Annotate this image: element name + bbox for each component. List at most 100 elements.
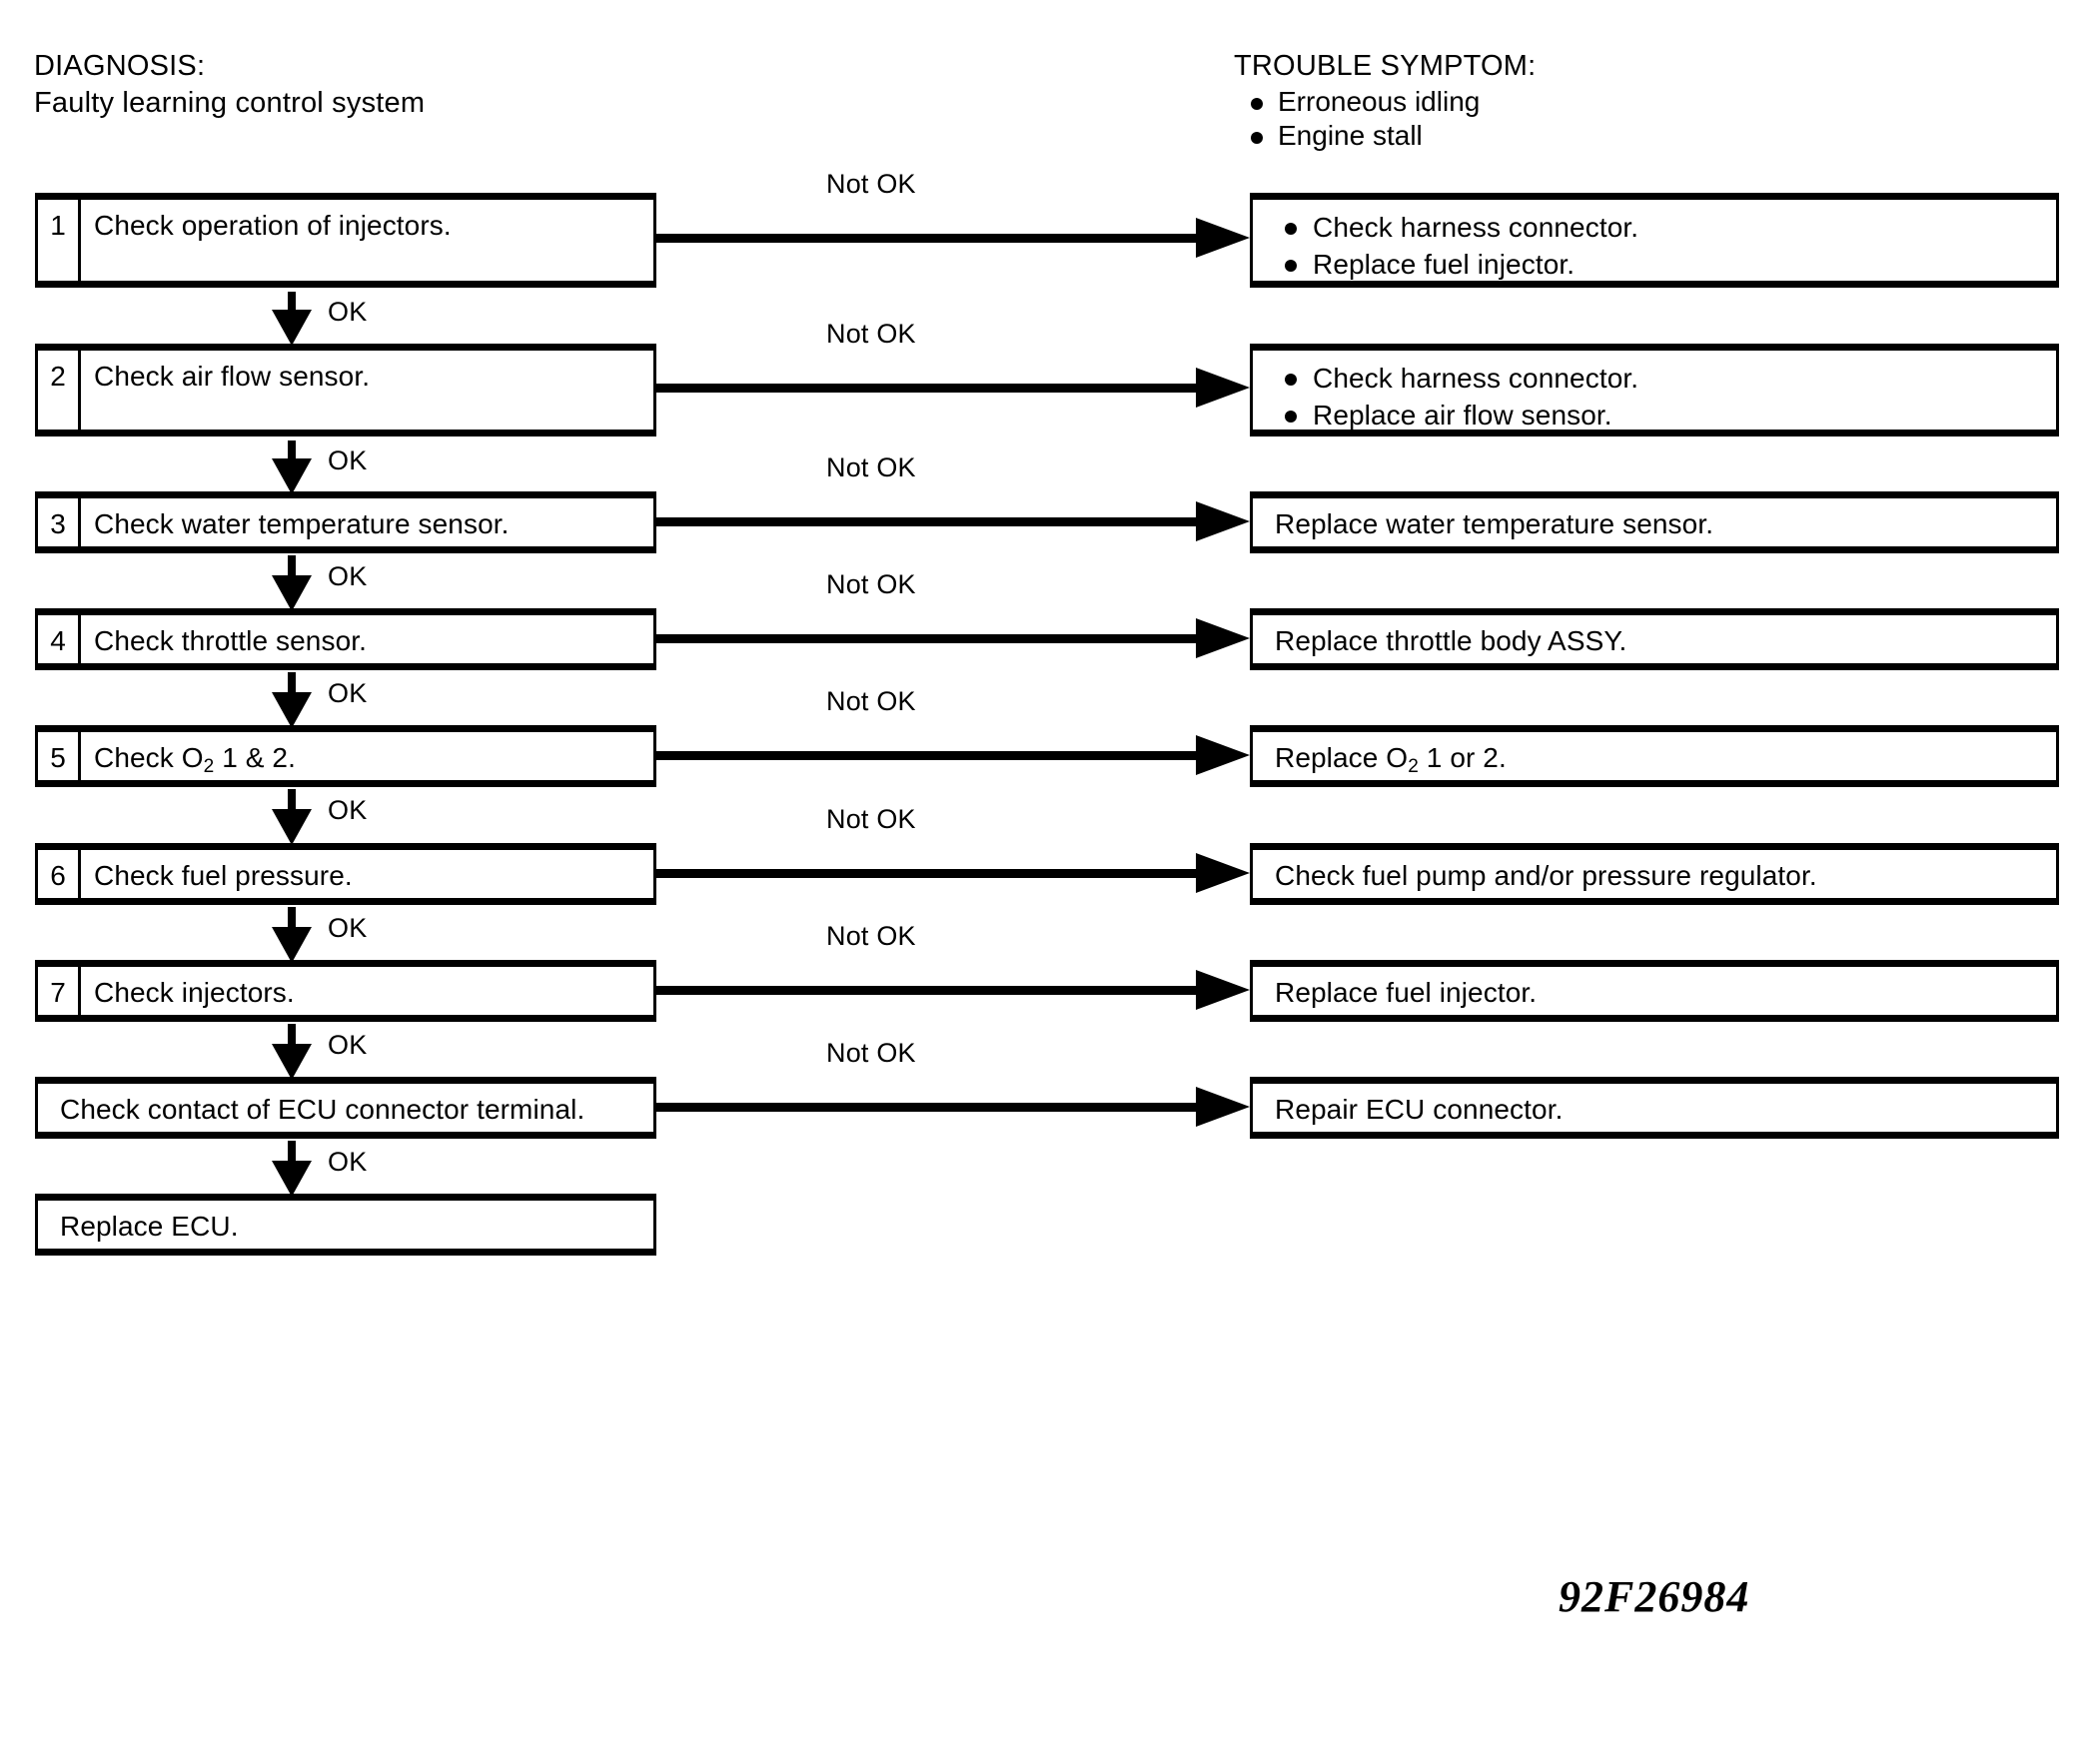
arrow-shaft xyxy=(656,1103,1204,1112)
ok-arrow-3: OK xyxy=(272,555,472,611)
step-number-cell-2: 2 xyxy=(38,351,81,430)
arrow-head-icon xyxy=(1196,368,1250,408)
arrow-head-icon xyxy=(272,458,312,494)
arrow-shaft xyxy=(288,440,296,462)
action-text-5-suffix: 1 or 2. xyxy=(1418,742,1507,773)
final-action-box: Replace ECU. xyxy=(35,1194,656,1256)
subscript-2: 2 xyxy=(1408,756,1419,778)
check-box-1: 1 Check operation of injectors. xyxy=(35,193,656,288)
arrow-head-icon xyxy=(1196,1087,1250,1127)
action-list-1: Check harness connector. Replace fuel in… xyxy=(1275,209,2046,283)
arrow-head-icon xyxy=(272,809,312,845)
not-ok-arrow-7: Not OK xyxy=(656,921,1250,1013)
step-number-6: 6 xyxy=(50,860,66,891)
ok-arrow-5: OK xyxy=(272,789,472,845)
action-text-2: Check harness connector. Replace air flo… xyxy=(1275,360,2046,434)
ok-arrow-6: OK xyxy=(272,907,472,963)
step-number-1: 1 xyxy=(50,210,66,241)
arrow-shaft xyxy=(656,517,1204,526)
check-text-3: Check water temperature sensor. xyxy=(94,508,510,539)
arrow-shaft xyxy=(288,907,296,931)
ok-label-1: OK xyxy=(328,297,368,327)
diagnosis-value: Faulty learning control system xyxy=(34,87,426,119)
arrow-shaft xyxy=(288,672,296,696)
arrow-head-icon xyxy=(272,692,312,728)
arrow-head-icon xyxy=(1196,735,1250,775)
not-ok-arrow-8: Not OK xyxy=(656,1038,1250,1130)
check-box-5: 5 Check O2 1 & 2. xyxy=(35,725,656,787)
not-ok-label-6: Not OK xyxy=(826,804,916,834)
part-number: 92F26984 xyxy=(1559,1572,1750,1621)
action-box-7: Replace fuel injector. xyxy=(1250,960,2059,1022)
ok-label-2: OK xyxy=(328,445,368,475)
step-number-cell-3: 3 xyxy=(38,498,81,546)
not-ok-label-8: Not OK xyxy=(826,1038,916,1068)
list-item: Check harness connector. xyxy=(1275,360,2046,397)
check-text-7: Check injectors. xyxy=(94,977,295,1008)
diagnosis-header: DIAGNOSIS: Faulty learning control syste… xyxy=(34,48,425,122)
check-text-5: Check O2 1 & 2. xyxy=(94,741,643,779)
arrow-head-icon xyxy=(272,575,312,611)
action-box-2: Check harness connector. Replace air flo… xyxy=(1250,344,2059,436)
list-item: Replace air flow sensor. xyxy=(1275,397,2046,434)
action-box-6: Check fuel pump and/or pressure regulato… xyxy=(1250,843,2059,905)
step-number-3: 3 xyxy=(50,508,66,539)
not-ok-label-4: Not OK xyxy=(826,569,916,599)
check-box-8: Check contact of ECU connector terminal. xyxy=(35,1077,656,1139)
not-ok-arrow-5: Not OK xyxy=(656,686,1250,778)
arrow-shaft xyxy=(288,292,296,314)
check-box-7: 7 Check injectors. xyxy=(35,960,656,1022)
action-text-6: Check fuel pump and/or pressure regulato… xyxy=(1275,860,1817,891)
step-number-2: 2 xyxy=(50,361,66,392)
ok-arrow-7: OK xyxy=(272,1024,472,1080)
ok-label-8: OK xyxy=(328,1147,368,1177)
arrow-head-icon xyxy=(272,310,312,346)
arrow-shaft xyxy=(288,1141,296,1165)
ok-label-5: OK xyxy=(328,795,368,825)
ok-arrow-1: OK xyxy=(272,292,472,346)
list-item: Erroneous idling xyxy=(1234,85,1536,119)
check-box-4: 4 Check throttle sensor. xyxy=(35,608,656,670)
step-number-cell-5: 5 xyxy=(38,732,81,780)
action-text-5-prefix: Replace O xyxy=(1275,742,1409,773)
not-ok-arrow-4: Not OK xyxy=(656,569,1250,661)
check-text-2: Check air flow sensor. xyxy=(94,361,371,392)
subscript-2: 2 xyxy=(203,756,215,778)
action-box-4: Replace throttle body ASSY. xyxy=(1250,608,2059,670)
arrow-shaft xyxy=(288,789,296,813)
step-number-cell-6: 6 xyxy=(38,850,81,898)
trouble-symptom-label: TROUBLE SYMPTOM: xyxy=(1234,50,1537,82)
not-ok-arrow-6: Not OK xyxy=(656,804,1250,896)
list-item: Engine stall xyxy=(1234,119,1536,153)
ok-label-3: OK xyxy=(328,561,368,591)
check-text-5-suffix: 1 & 2. xyxy=(214,742,296,773)
not-ok-label-5: Not OK xyxy=(826,686,916,716)
trouble-symptom-list: Erroneous idling Engine stall xyxy=(1234,85,1536,153)
list-item: Replace fuel injector. xyxy=(1275,246,2046,283)
check-text-5-prefix: Check O xyxy=(94,742,204,773)
action-text-8: Repair ECU connector. xyxy=(1275,1094,1564,1125)
action-text-3: Replace water temperature sensor. xyxy=(1275,508,1714,539)
trouble-symptom-header: TROUBLE SYMPTOM: Erroneous idling Engine… xyxy=(1234,48,1536,153)
arrow-head-icon xyxy=(1196,618,1250,658)
check-box-6: 6 Check fuel pressure. xyxy=(35,843,656,905)
check-text-1: Check operation of injectors. xyxy=(94,210,452,241)
arrow-head-icon xyxy=(272,927,312,963)
arrow-shaft xyxy=(656,384,1204,393)
action-text-1: Check harness connector. Replace fuel in… xyxy=(1275,209,2046,283)
action-box-3: Replace water temperature sensor. xyxy=(1250,491,2059,553)
arrow-head-icon xyxy=(1196,970,1250,1010)
step-number-cell-1: 1 xyxy=(38,200,81,281)
arrow-shaft xyxy=(656,869,1204,878)
action-text-5: Replace O2 1 or 2. xyxy=(1275,741,2046,779)
not-ok-arrow-1: Not OK xyxy=(656,169,1250,261)
ok-arrow-8: OK xyxy=(272,1141,472,1197)
list-item: Check harness connector. xyxy=(1275,209,2046,246)
ok-label-7: OK xyxy=(328,1030,368,1060)
arrow-shaft xyxy=(288,555,296,579)
action-list-2: Check harness connector. Replace air flo… xyxy=(1275,360,2046,434)
arrow-shaft xyxy=(656,986,1204,995)
ok-arrow-2: OK xyxy=(272,440,472,494)
arrow-head-icon xyxy=(272,1161,312,1197)
arrow-shaft xyxy=(288,1024,296,1048)
